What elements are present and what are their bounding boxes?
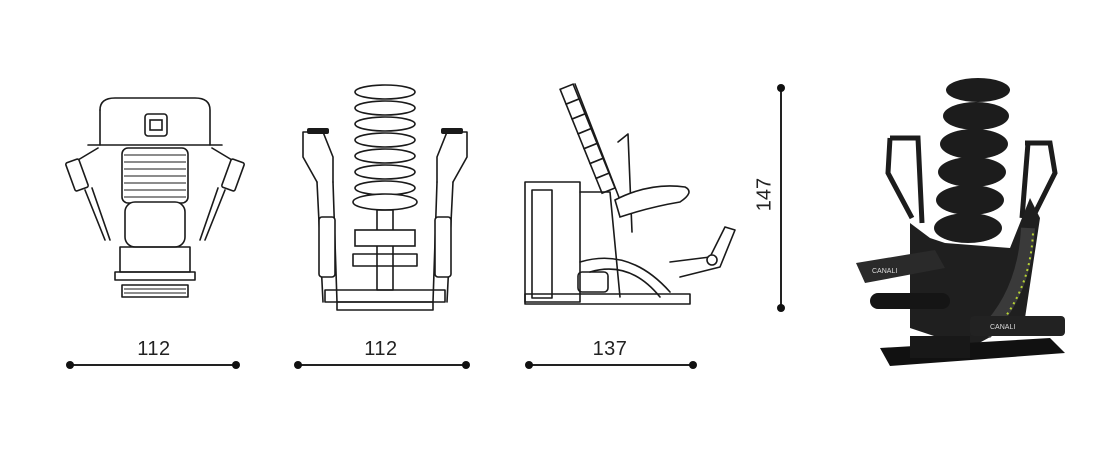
front-view-drawing (65, 97, 245, 298)
front-width-label: 112 (137, 338, 171, 360)
back-view-drawing (302, 84, 468, 311)
product-photo: CANALI CANALI (856, 78, 1065, 366)
side-depth-label: 137 (592, 338, 628, 360)
back-width-label: 112 (364, 338, 398, 360)
side-depth-line (525, 361, 697, 369)
front-width-line (66, 361, 240, 369)
height-label: 147 (753, 177, 776, 212)
height-line (777, 84, 785, 312)
side-view-drawing (524, 83, 736, 305)
back-width-line (294, 361, 470, 369)
brand-logo-text-seat: CANALI (872, 268, 897, 275)
brand-logo-text-plate: CANALI (990, 324, 1015, 331)
